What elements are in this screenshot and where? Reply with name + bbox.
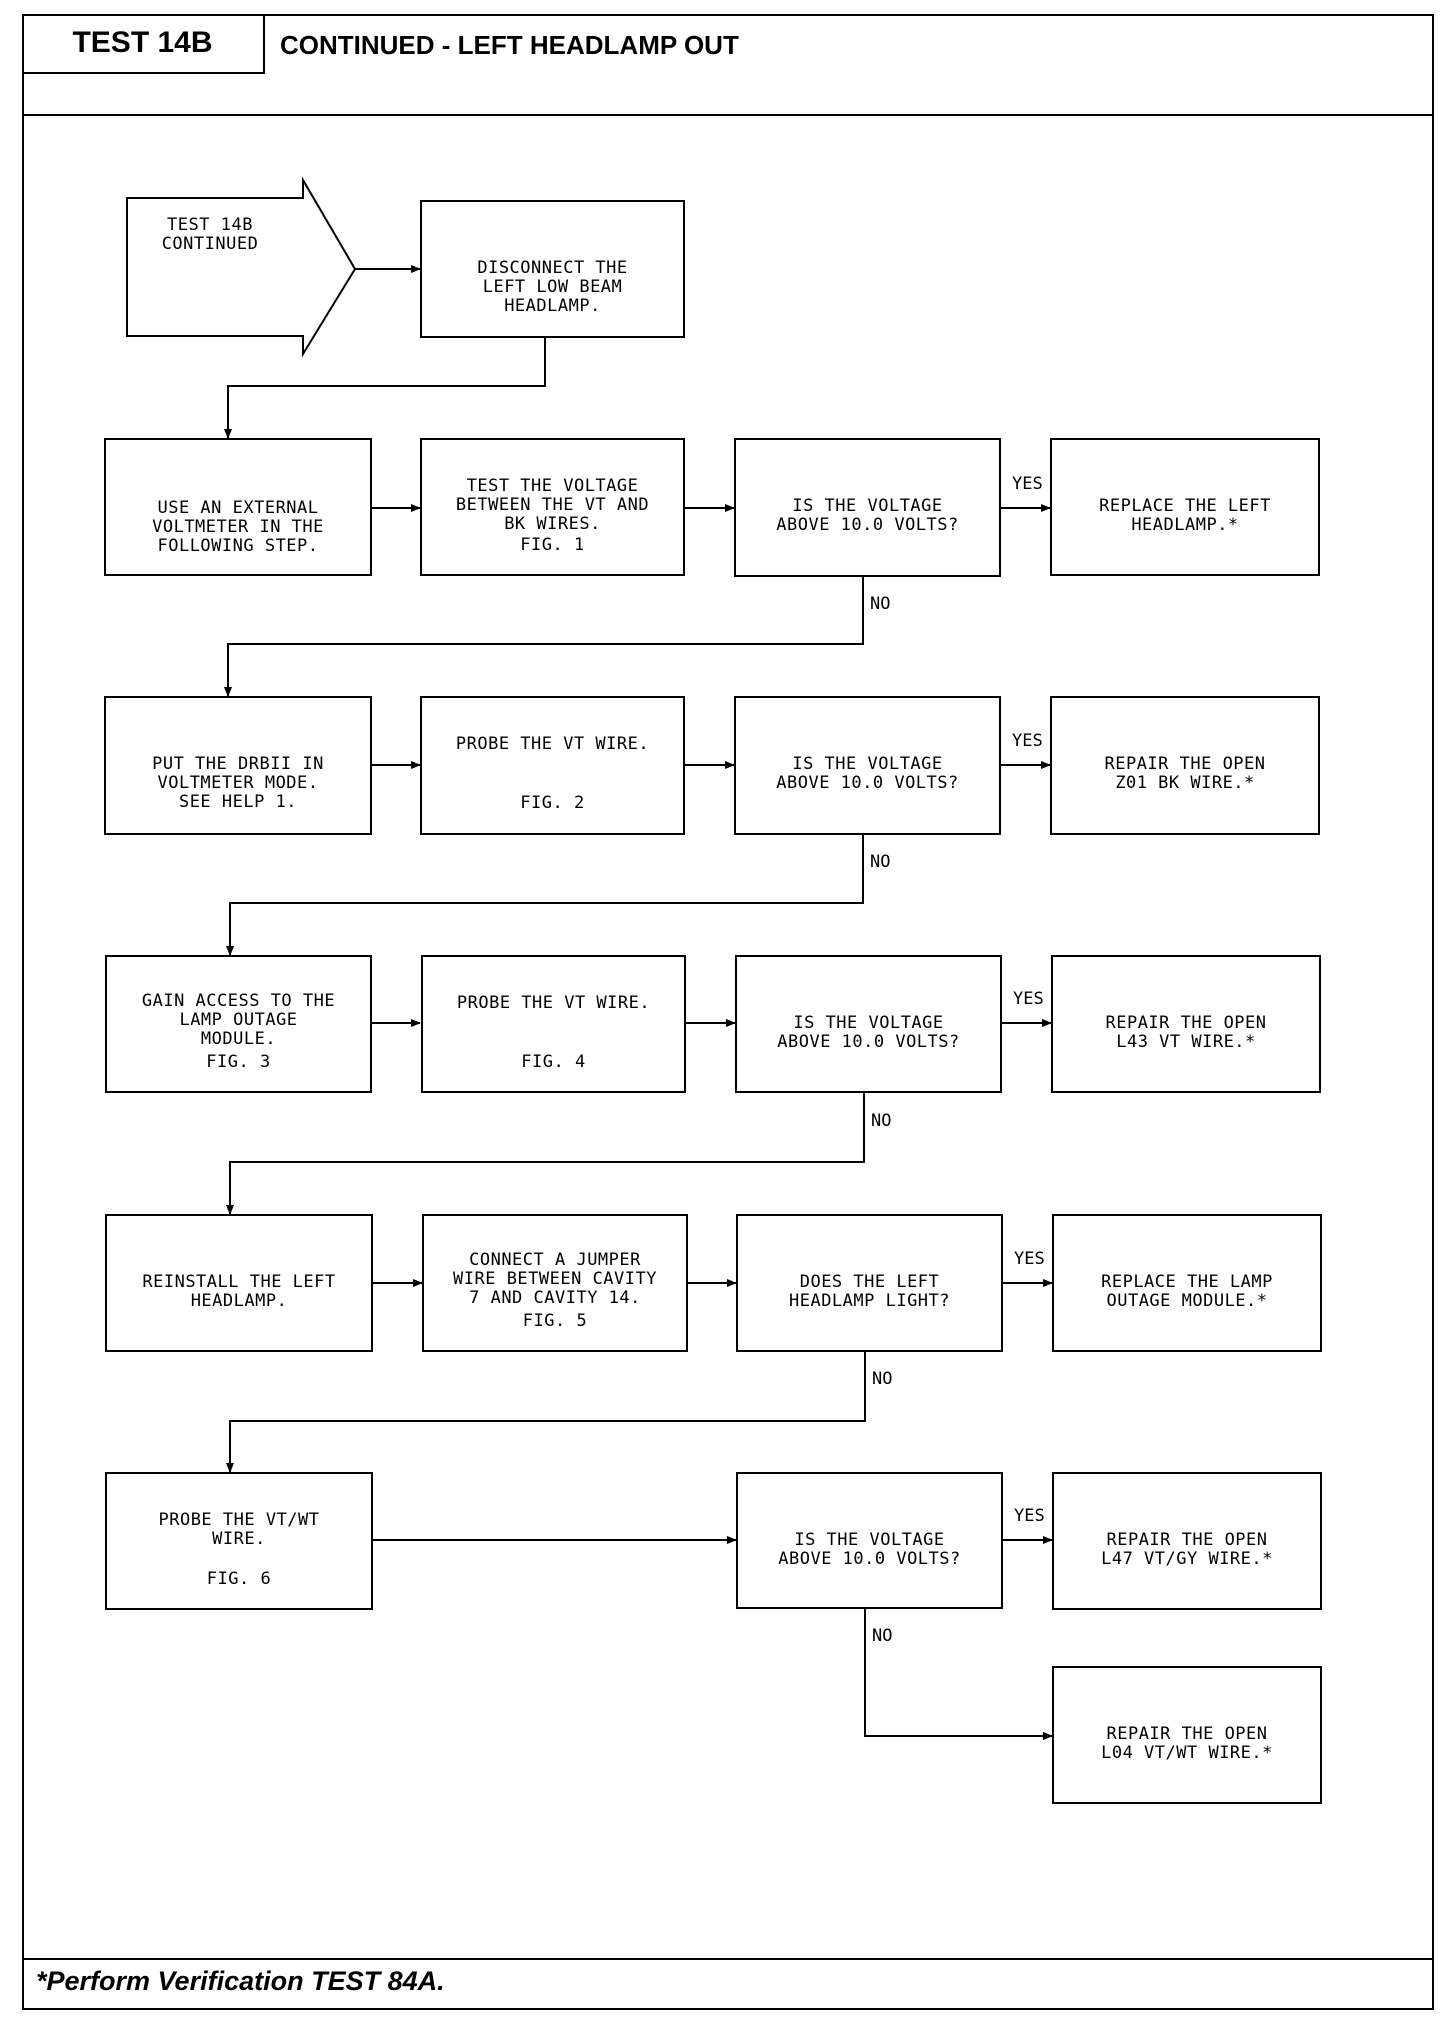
no-label: NO: [870, 852, 891, 872]
result-repair-z01: REPAIR THE OPEN Z01 BK WIRE.*: [1050, 696, 1320, 835]
decision-text: IS THE VOLTAGE ABOVE 10.0 VOLTS?: [776, 496, 959, 535]
step-test-voltage: TEST THE VOLTAGE BETWEEN THE VT AND BK W…: [420, 438, 685, 576]
decision-voltage-1: IS THE VOLTAGE ABOVE 10.0 VOLTS?: [734, 438, 1001, 577]
figure-ref: FIG. 3: [206, 1052, 271, 1072]
result-text: REPAIR THE OPEN L04 VT/WT WIRE.*: [1101, 1724, 1273, 1763]
result-replace-module: REPLACE THE LAMP OUTAGE MODULE.*: [1052, 1214, 1322, 1352]
result-replace-left-headlamp: REPLACE THE LEFT HEADLAMP.*: [1050, 438, 1320, 576]
step-probe-vt-wt: PROBE THE VT/WT WIRE. FIG. 6: [105, 1472, 373, 1610]
no-label: NO: [870, 594, 891, 614]
step-disconnect-text: DISCONNECT THE LEFT LOW BEAM HEADLAMP.: [477, 258, 628, 316]
figure-ref: FIG. 6: [206, 1569, 272, 1589]
figure-ref: FIG. 1: [520, 535, 585, 555]
page-title: CONTINUED - LEFT HEADLAMP OUT: [280, 30, 739, 60]
connector-r3-no: [226, 1093, 865, 1215]
connector-r5-no: [864, 1609, 1053, 1740]
header-divider: [22, 114, 1434, 116]
decision-text: IS THE VOLTAGE ABOVE 10.0 VOLTS?: [777, 1013, 960, 1052]
step-reinstall-headlamp: REINSTALL THE LEFT HEADLAMP.: [105, 1214, 373, 1352]
step-probe-vt-2: PROBE THE VT WIRE. FIG. 4: [421, 955, 686, 1093]
footer-divider: [22, 1958, 1434, 1960]
decision-voltage-3: IS THE VOLTAGE ABOVE 10.0 VOLTS?: [735, 955, 1002, 1093]
result-repair-l43: REPAIR THE OPEN L43 VT WIRE.*: [1051, 955, 1321, 1093]
figure-ref: FIG. 5: [522, 1311, 588, 1331]
yes-label: YES: [1012, 474, 1043, 494]
decision-text: DOES THE LEFT HEADLAMP LIGHT?: [788, 1272, 951, 1311]
yes-label: YES: [1014, 1249, 1045, 1269]
connector-r4-no: [226, 1352, 866, 1473]
result-text: REPAIR THE OPEN L47 VT/GY WIRE.*: [1101, 1530, 1273, 1569]
step-use-voltmeter: USE AN EXTERNAL VOLTMETER IN THE FOLLOWI…: [104, 438, 372, 576]
step-disconnect-headlamp: DISCONNECT THE LEFT LOW BEAM HEADLAMP.: [420, 200, 685, 338]
step-put-drbii: PUT THE DRBII IN VOLTMETER MODE. SEE HEL…: [104, 696, 372, 835]
page-frame: [22, 14, 1434, 2010]
verification-note: *Perform Verification TEST 84A.: [36, 1966, 445, 1996]
start-label: TEST 14B CONTINUED: [161, 215, 259, 254]
no-label: NO: [872, 1369, 893, 1389]
step-gain-access-text: GAIN ACCESS TO THE LAMP OUTAGE MODULE.: [141, 991, 336, 1049]
result-text: REPLACE THE LEFT HEADLAMP.*: [1099, 496, 1271, 535]
step-test-voltage-text: TEST THE VOLTAGE BETWEEN THE VT AND BK W…: [455, 476, 650, 534]
no-label: NO: [872, 1626, 893, 1646]
yes-label: YES: [1013, 989, 1044, 1009]
decision-voltage-2: IS THE VOLTAGE ABOVE 10.0 VOLTS?: [734, 696, 1001, 835]
step-use-voltmeter-text: USE AN EXTERNAL VOLTMETER IN THE FOLLOWI…: [152, 498, 324, 556]
result-text: REPLACE THE LAMP OUTAGE MODULE.*: [1101, 1272, 1273, 1311]
no-label: NO: [871, 1111, 892, 1131]
decision-text: IS THE VOLTAGE ABOVE 10.0 VOLTS?: [776, 754, 959, 793]
result-repair-l04: REPAIR THE OPEN L04 VT/WT WIRE.*: [1052, 1666, 1322, 1804]
decision-voltage-5: IS THE VOLTAGE ABOVE 10.0 VOLTS?: [736, 1472, 1003, 1609]
step-probe-vt-text: PROBE THE VT WIRE.: [455, 734, 650, 754]
test-label: TEST 14B: [22, 14, 265, 74]
figure-ref: FIG. 4: [521, 1052, 586, 1072]
step-gain-access: GAIN ACCESS TO THE LAMP OUTAGE MODULE. F…: [105, 955, 372, 1093]
step-put-drbii-text: PUT THE DRBII IN VOLTMETER MODE. SEE HEL…: [152, 754, 324, 812]
start-arrow-shape: [126, 176, 357, 358]
yes-label: YES: [1012, 731, 1043, 751]
step-probe-vt-1: PROBE THE VT WIRE. FIG. 2: [420, 696, 685, 835]
step-probe-vt-text: PROBE THE VT WIRE.: [456, 993, 651, 1013]
figure-ref: FIG. 2: [520, 793, 585, 813]
result-repair-l47: REPAIR THE OPEN L47 VT/GY WIRE.*: [1052, 1472, 1322, 1610]
decision-text: IS THE VOLTAGE ABOVE 10.0 VOLTS?: [778, 1530, 961, 1569]
step-probe-vt-wt-text: PROBE THE VT/WT WIRE.: [158, 1510, 320, 1549]
connector-r2-no: [226, 835, 864, 956]
result-text: REPAIR THE OPEN L43 VT WIRE.*: [1105, 1013, 1267, 1052]
decision-headlamp-light: DOES THE LEFT HEADLAMP LIGHT?: [736, 1214, 1003, 1352]
connector-disconnect-to-row1: [224, 338, 546, 439]
yes-label: YES: [1014, 1506, 1045, 1526]
result-text: REPAIR THE OPEN Z01 BK WIRE.*: [1104, 754, 1266, 793]
step-reinstall-text: REINSTALL THE LEFT HEADLAMP.: [142, 1272, 336, 1311]
connector-r1-no: [224, 577, 864, 697]
step-connect-jumper: CONNECT A JUMPER WIRE BETWEEN CAVITY 7 A…: [422, 1214, 688, 1352]
step-connect-jumper-text: CONNECT A JUMPER WIRE BETWEEN CAVITY 7 A…: [453, 1250, 657, 1308]
